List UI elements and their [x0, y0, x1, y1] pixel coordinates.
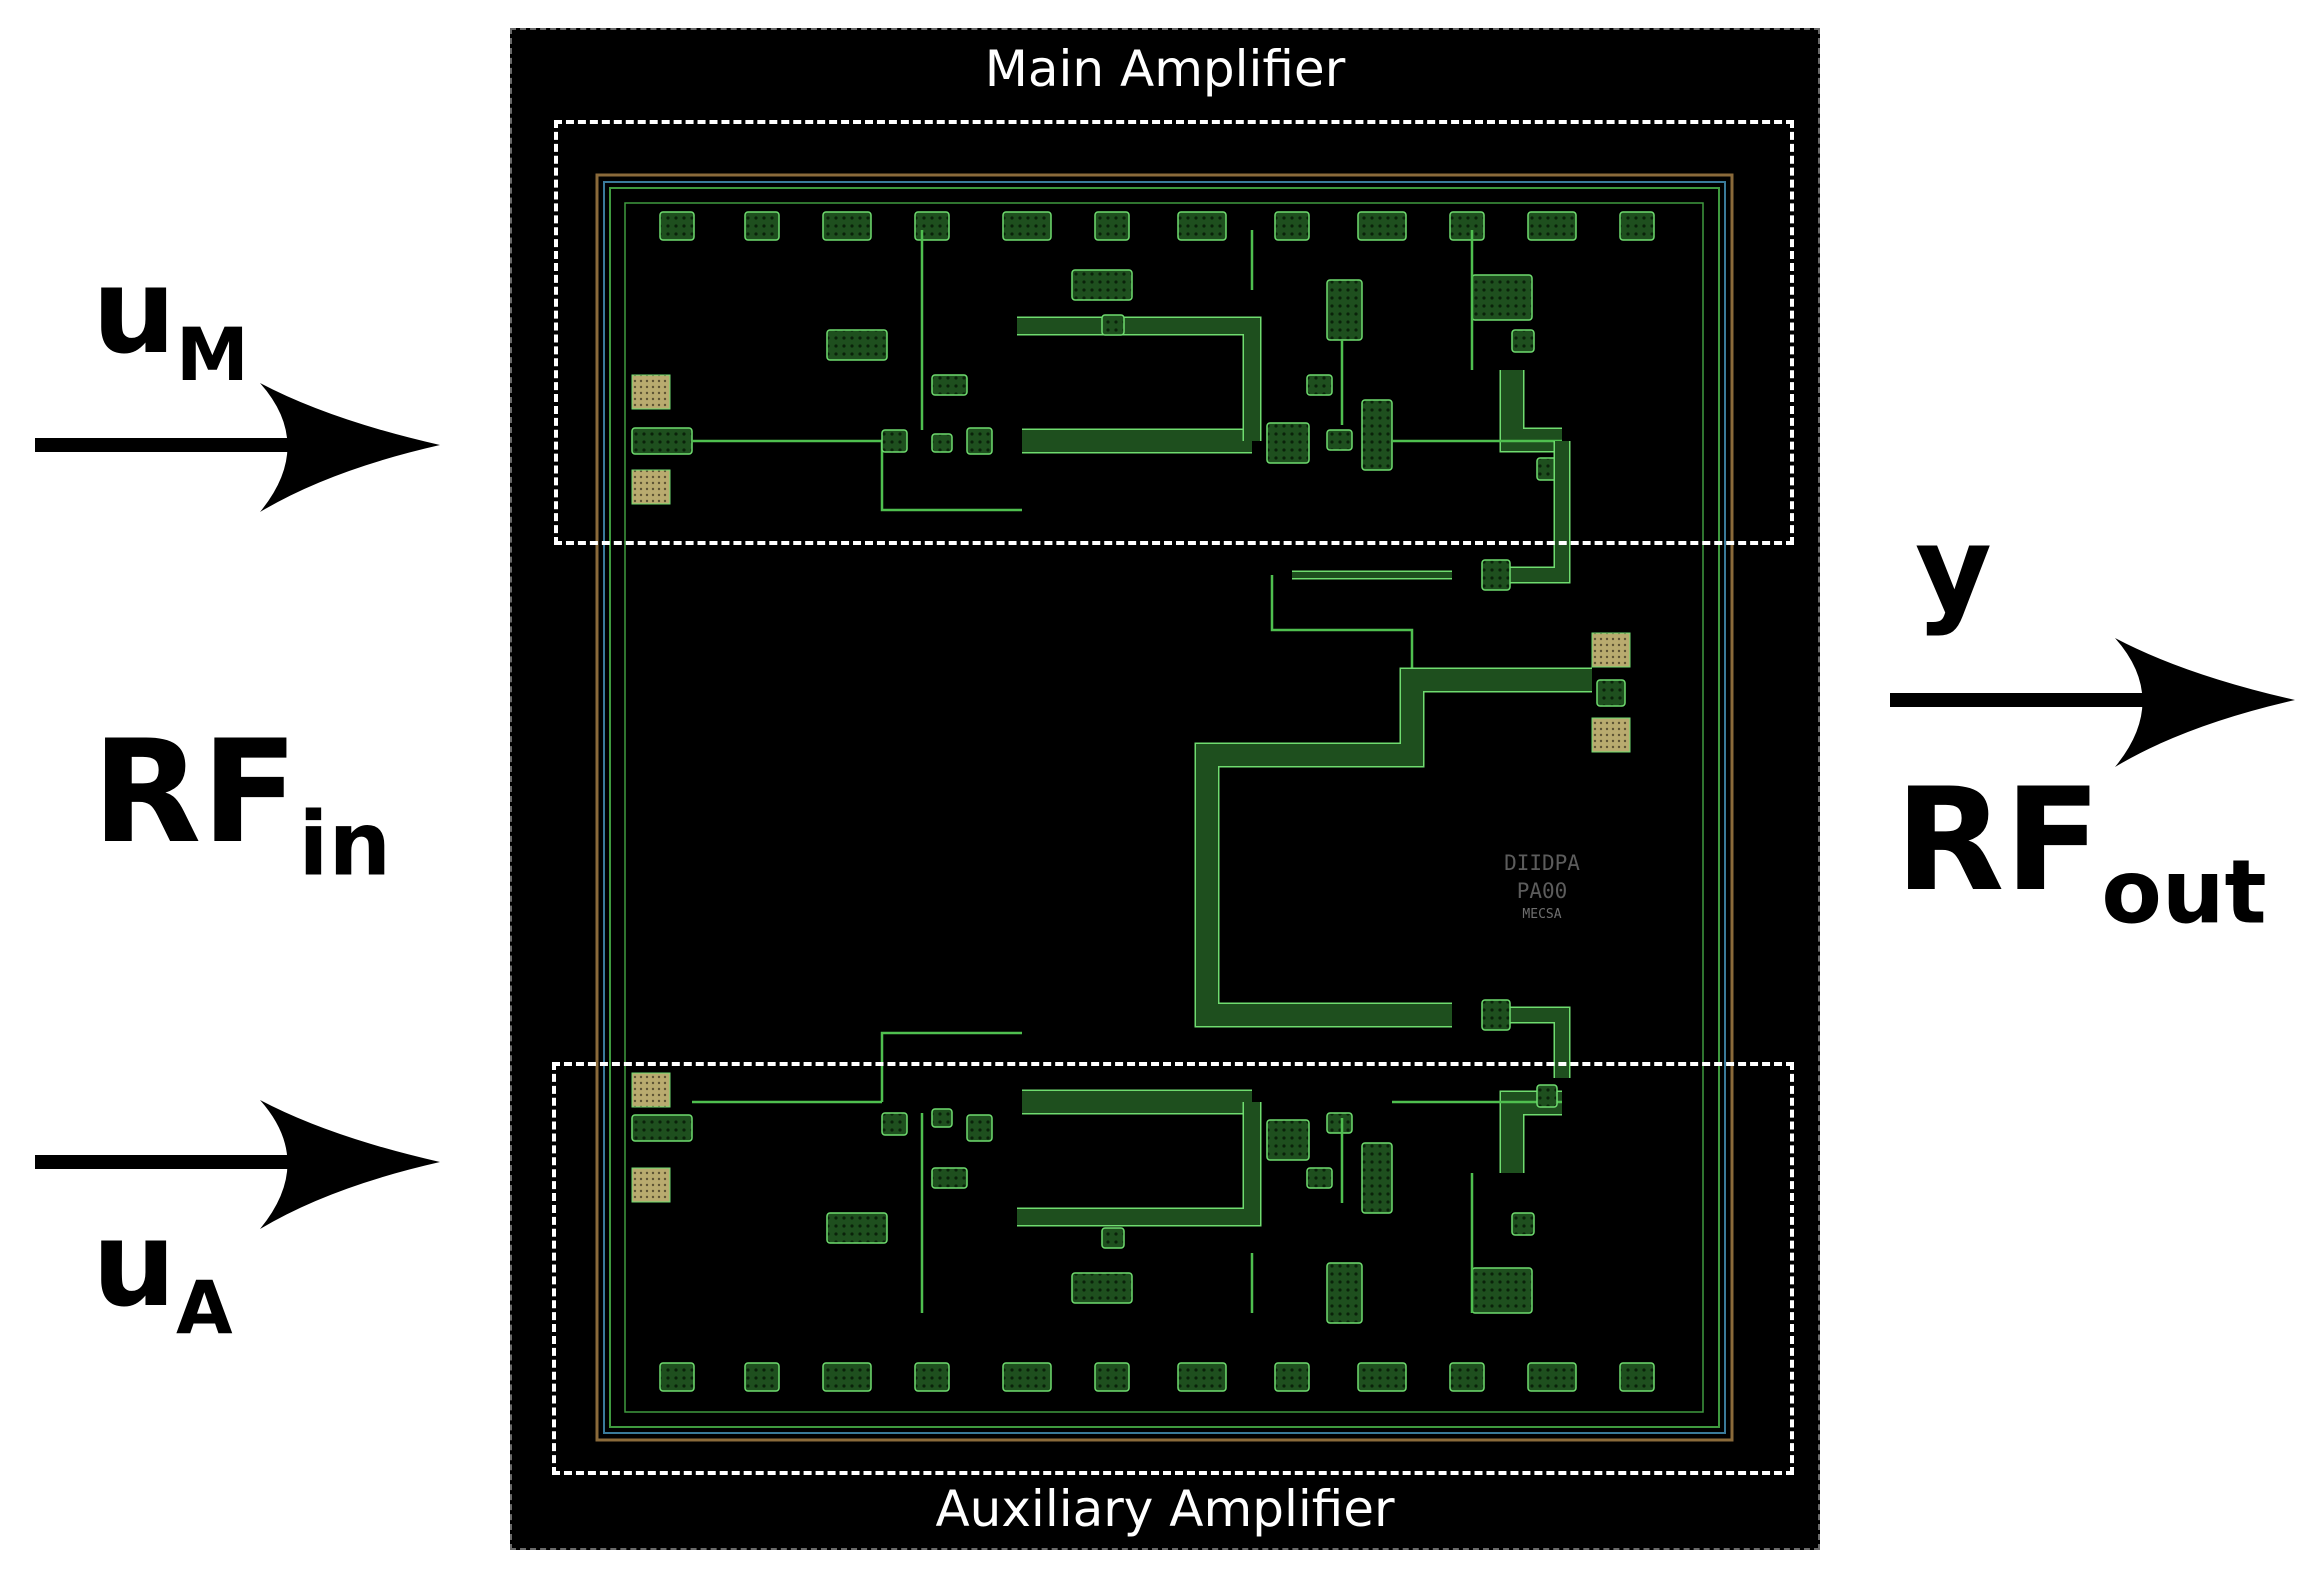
dc-pad-top: [1619, 211, 1655, 241]
dc-pad-top: [914, 211, 950, 241]
chip-circuit-layout: [595, 173, 1734, 1442]
main-amplifier-title: Main Amplifier: [984, 40, 1346, 98]
rf-in-label: RFin: [92, 710, 392, 896]
aux-combiner-line-long-edge: [1194, 667, 1592, 1028]
bias-component: [931, 374, 968, 396]
dc-pad-top: [822, 211, 872, 241]
rf-input-pad: [631, 374, 671, 410]
dc-pad-bottom: [1357, 1362, 1407, 1392]
main-combiner-wire: [1270, 575, 1414, 670]
dc-pad-bottom: [1619, 1362, 1655, 1392]
seal-ring-outer: [595, 173, 1734, 1442]
dc-pad-top: [1527, 211, 1577, 241]
aux-combiner-component: [1481, 999, 1511, 1031]
dc-pad-bottom: [1527, 1362, 1577, 1392]
rf-input-ground-pad: [631, 469, 671, 505]
bias-line: [880, 441, 1022, 512]
rf-output-ground-pad: [1591, 717, 1631, 753]
dc-pad-top: [1274, 211, 1310, 241]
dc-pad-bottom: [1449, 1362, 1485, 1392]
bias-component: [931, 1167, 968, 1189]
u-main-label: uM: [92, 242, 249, 398]
u-main-arrow: [35, 383, 440, 512]
input-match-capacitor: [966, 1114, 993, 1142]
gate-inductor: [1071, 269, 1133, 301]
rf-out-label: RFout: [1895, 758, 2267, 944]
dc-pad-top: [1002, 211, 1052, 241]
stage-capacitor: [1326, 279, 1363, 341]
driver-transistor: [1266, 1119, 1310, 1161]
seal-ring-inner: [609, 187, 1720, 1428]
dc-pad-top: [1177, 211, 1227, 241]
chip-layout: Main Amplifier Auxiliary Amplifier DIIDP…: [510, 28, 1820, 1550]
input-match-component: [931, 433, 953, 453]
chip-marking-line-3: MECSA: [1522, 907, 1562, 922]
driver-component: [1326, 1112, 1353, 1134]
main-combiner-line: [1487, 441, 1569, 582]
dc-pad-bottom: [1094, 1362, 1130, 1392]
rf-input-signal-pad: [631, 1114, 693, 1142]
bias-line: [880, 1031, 1022, 1102]
gate-component: [1101, 314, 1125, 336]
seal-ring-middle: [603, 181, 1726, 1434]
die-edge: [624, 202, 1704, 1413]
dc-pad-bottom: [744, 1362, 780, 1392]
output-capacitor: [1511, 329, 1535, 353]
dc-pad-bottom: [1177, 1362, 1227, 1392]
dc-pad-bottom: [1274, 1362, 1310, 1392]
gate-inductor: [1071, 1272, 1133, 1304]
dc-pad-bottom: [1002, 1362, 1052, 1392]
input-match-capacitor: [966, 427, 993, 455]
driver-component: [1326, 429, 1353, 451]
output-component: [1536, 1084, 1558, 1108]
rf-input-pad: [631, 1167, 671, 1203]
main-amplifier-box: [554, 120, 1794, 545]
input-match-component: [881, 429, 908, 453]
dc-pad-top: [1449, 211, 1485, 241]
stage-capacitor: [1326, 1262, 1363, 1324]
output-capacitor: [1511, 1212, 1535, 1236]
aux-combiner-line-long: [1196, 669, 1592, 1026]
power-transistor: [1361, 1142, 1393, 1214]
u-aux-arrow: [35, 1100, 440, 1229]
dc-pad-bottom: [914, 1362, 950, 1392]
dc-pad-bottom: [659, 1362, 695, 1392]
aux-combiner-line: [1487, 1008, 1569, 1078]
input-match-component: [881, 1112, 908, 1136]
dc-pad-top: [659, 211, 695, 241]
chip-marking-line-1: DIIDPA: [1504, 851, 1580, 875]
dc-pad-top: [744, 211, 780, 241]
stage-component: [1306, 374, 1333, 396]
input-match-component: [931, 1108, 953, 1128]
gate-bias-line: [1017, 1102, 1260, 1225]
gate-component: [1101, 1227, 1125, 1249]
auxiliary-amplifier-box: [552, 1062, 1794, 1475]
rf-input-ground-pad: [631, 1072, 671, 1108]
input-inductor: [826, 1212, 888, 1244]
driver-transistor: [1266, 422, 1310, 464]
dc-pad-top: [1357, 211, 1407, 241]
u-aux-label: uA: [92, 1195, 233, 1351]
rf-output-pad: [1591, 632, 1631, 668]
dc-pad-top: [1094, 211, 1130, 241]
y-label: y: [1915, 500, 1992, 638]
main-combiner-component: [1481, 559, 1511, 591]
input-inductor: [826, 329, 888, 361]
stage-component: [1306, 1167, 1333, 1189]
gate-bias-line: [1017, 318, 1260, 441]
dc-pad-bottom: [822, 1362, 872, 1392]
rf-out-arrow: [1890, 638, 2295, 767]
power-transistor: [1361, 399, 1393, 471]
auxiliary-amplifier-title: Auxiliary Amplifier: [935, 1480, 1395, 1538]
rf-output-signal-pad: [1596, 679, 1626, 707]
chip-marking-line-2: PA00: [1516, 879, 1568, 903]
